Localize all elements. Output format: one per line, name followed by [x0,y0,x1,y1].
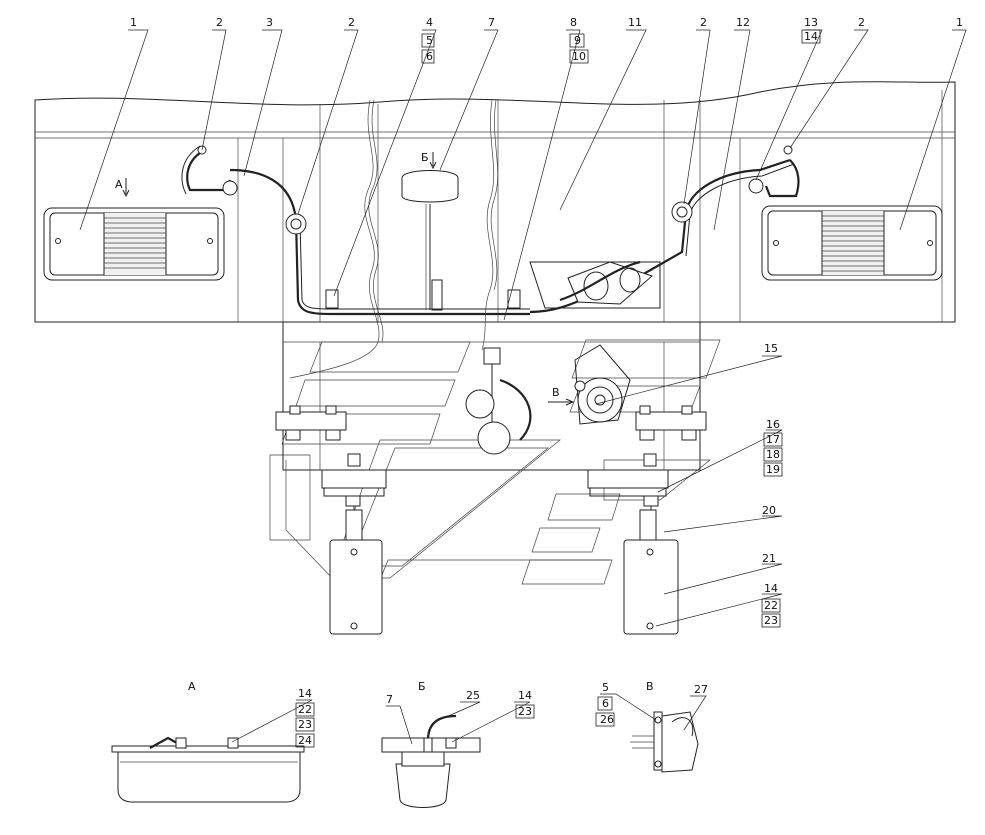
mid-bracket [465,347,532,455]
trailer-socket [574,344,631,425]
callout-14-mid: 14 [764,582,778,595]
callout-5: 5 [426,34,433,47]
callout-19: 19 [766,463,780,476]
detail-v-title: В [646,680,654,693]
clip-4-left [325,289,339,309]
detail-b-callout-7: 7 [386,693,393,706]
callout-2-b: 2 [348,16,355,29]
callout-12: 12 [736,16,750,29]
callout-20: 20 [762,504,776,517]
callout-14-top: 14 [804,30,818,43]
detail-v-callout-27: 27 [694,683,708,696]
plate-light-main [401,170,459,311]
detail-a-callout-24: 24 [298,734,312,747]
grommet-left [285,213,307,235]
callout-9: 9 [574,34,581,47]
callout-8: 8 [570,16,577,29]
left-lamp-lens-grid [103,213,167,275]
callout-23-mid: 23 [764,614,778,627]
callout-2-d: 2 [858,16,865,29]
callout-10: 10 [572,50,586,63]
callout-4: 4 [426,16,433,29]
grommet-right [671,201,693,223]
callout-13: 13 [804,16,818,29]
plug-right [748,178,764,194]
callout-11: 11 [628,16,642,29]
right-lamp-lens-grid [821,211,885,275]
detail-v-callout-6: 6 [602,697,609,710]
left-support [275,405,387,540]
detail-v-callout-26: 26 [600,713,614,726]
callout-22-mid: 22 [764,599,778,612]
callout-1-left: 1 [130,16,137,29]
detail-view-a: А 14 22 23 24 [111,680,315,803]
view-marker-b: Б [421,151,429,164]
left-tail-lamp [43,207,225,281]
detail-a-callout-23: 23 [298,718,312,731]
main-view: А Б В [34,16,967,635]
detail-view-v: В 5 6 26 27 [595,680,708,773]
right-tail-lamp [761,205,943,281]
detail-b-callout-14: 14 [518,689,532,702]
callout-2-a: 2 [216,16,223,29]
view-arrow-a: А [115,178,130,198]
callout-7: 7 [488,16,495,29]
view-arrow-v: В [548,386,575,406]
callout-3: 3 [266,16,273,29]
detail-a-callout-14: 14 [298,687,312,700]
left-mudflap [329,509,383,635]
callout-15: 15 [764,342,778,355]
detail-view-b: Б 7 25 14 23 [381,680,535,808]
detail-b-callout-23: 23 [518,705,532,718]
callout-17: 17 [766,433,780,446]
detail-b-title: Б [418,680,426,693]
callout-16: 16 [766,418,780,431]
view-marker-v: В [552,386,560,399]
right-mudflap [623,509,679,635]
plug-left [222,180,238,196]
callout-18: 18 [766,448,780,461]
view-marker-a: А [115,178,123,191]
body-panel [34,81,956,323]
callout-6: 6 [426,50,433,63]
detail-v-callout-5: 5 [602,681,609,694]
callout-21: 21 [762,552,776,565]
detail-b-callout-25: 25 [466,689,480,702]
callout-1-right: 1 [956,16,963,29]
view-arrow-b: Б [421,151,437,170]
callout-2-c: 2 [700,16,707,29]
socket-bracket [529,260,661,309]
detail-a-callout-22: 22 [298,703,312,716]
detail-a-title: А [188,680,196,693]
